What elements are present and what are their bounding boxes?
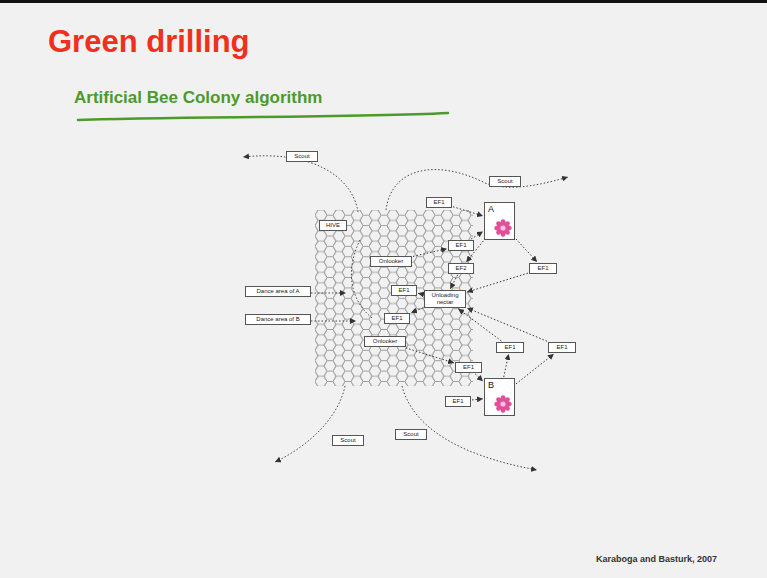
connector	[450, 275, 457, 289]
connector	[467, 273, 528, 292]
connector	[471, 231, 483, 239]
scout-box: Scout	[286, 151, 318, 162]
dance-pointer	[311, 293, 346, 294]
onlooker-box: Onlooker	[364, 336, 406, 347]
connector	[453, 207, 483, 216]
forager-box: EF1	[448, 240, 474, 251]
box-label: EF1	[500, 344, 520, 351]
box-label: Onlooker	[368, 338, 402, 345]
connector	[467, 308, 547, 341]
food-source-box: A	[484, 202, 515, 240]
flower-icon	[494, 395, 512, 413]
box-label: B	[488, 380, 511, 390]
box-label: EF1	[430, 199, 448, 206]
scout-paths	[243, 156, 568, 470]
box-label: Dance area of A	[249, 288, 307, 295]
dance-area-box: Dance area of A	[245, 286, 311, 297]
slide-title: Green drilling	[48, 24, 250, 60]
subtitle: Artificial Bee Colony algorithm	[74, 88, 322, 108]
box-label: A	[488, 204, 511, 214]
connector	[472, 399, 483, 400]
box-label: EF1	[452, 242, 470, 249]
unloading-box: Unloading nectar	[424, 290, 466, 308]
box-label: Onlooker	[374, 258, 408, 265]
box-label: Scout	[336, 437, 360, 444]
forager-box: EF1	[445, 396, 471, 407]
box-label: EF1	[533, 265, 553, 272]
hive-label: HIVE	[319, 220, 347, 231]
forager-box: EF1	[455, 362, 482, 373]
scout-box: Scout	[332, 435, 364, 446]
box-label: EF2	[452, 265, 470, 272]
box-label: EF1	[449, 398, 467, 405]
connector	[458, 309, 501, 341]
connector	[413, 249, 447, 257]
forager-box: EF1	[384, 313, 410, 324]
connector	[418, 293, 423, 294]
flower-icon	[494, 219, 512, 237]
box-label: HIVE	[323, 222, 343, 229]
connector	[516, 354, 554, 384]
box-label: Scout	[290, 153, 314, 160]
box-label: EF1	[459, 364, 478, 371]
connector	[504, 354, 509, 377]
top-border	[0, 0, 767, 3]
citation: Karaboga and Basturk, 2007	[596, 554, 717, 564]
box-label: EF1	[388, 315, 406, 322]
scout-box: Scout	[395, 429, 427, 440]
box-label: EF1	[395, 287, 413, 294]
box-label: Dance area of B	[249, 316, 307, 323]
box-label: Scout	[493, 178, 517, 185]
scout-box: Scout	[489, 176, 521, 187]
forager-box: EF2	[448, 263, 474, 274]
box-label: EF1	[552, 344, 572, 351]
bee-path	[351, 240, 372, 318]
forager-box: EF1	[529, 263, 557, 274]
box-label: Unloading nectar	[428, 292, 462, 306]
forager-box: EF1	[391, 285, 417, 296]
forager-box: EF1	[496, 342, 524, 353]
forager-box: EF1	[548, 342, 576, 353]
food-source-box: B	[484, 378, 515, 416]
underline	[78, 113, 448, 120]
scout-path	[402, 386, 537, 470]
connector	[516, 239, 537, 262]
box-label: Scout	[399, 431, 423, 438]
dance-area-box: Dance area of B	[245, 314, 311, 325]
onlooker-box: Onlooker	[370, 256, 412, 267]
connector	[411, 308, 423, 313]
connector	[475, 374, 483, 381]
scout-path	[243, 156, 358, 212]
scout-path	[386, 170, 568, 210]
honeycomb	[315, 210, 473, 386]
dance-pointer	[311, 321, 356, 322]
connector	[406, 348, 454, 363]
scout-path	[275, 386, 345, 462]
forager-box: EF1	[426, 197, 452, 208]
